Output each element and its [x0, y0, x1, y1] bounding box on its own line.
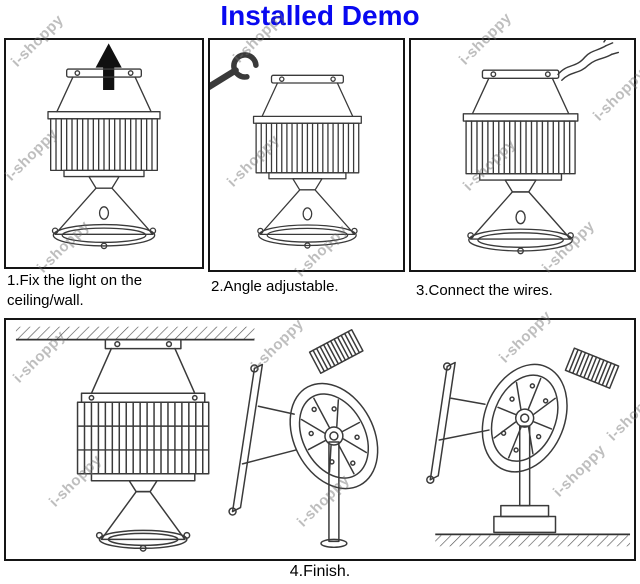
angled-floodlight-on-pedestal — [426, 347, 620, 534]
step2-illustration — [210, 52, 362, 249]
ceiling-mounted-floodlight — [76, 338, 210, 552]
floodlight-drawing — [252, 74, 362, 249]
ground-hatch — [435, 533, 631, 547]
up-arrow-icon — [95, 43, 122, 91]
step1-illustration — [47, 43, 161, 250]
wrench-icon — [210, 52, 259, 94]
step3-caption: 3.Connect the wires. — [416, 282, 553, 299]
floodlight-drawing — [47, 68, 161, 250]
step3-panel — [409, 38, 636, 272]
angled-floodlight-left — [228, 329, 379, 549]
ceiling-hatch — [15, 326, 255, 341]
step1-caption: 1.Fix the light on the ceiling/wall. — [7, 272, 143, 309]
wires-icon — [557, 40, 620, 81]
step4-illustration — [15, 326, 631, 552]
step1-panel — [4, 38, 204, 269]
step2-caption: 2.Angle adjustable. — [211, 278, 339, 295]
heatsink-fins — [564, 347, 620, 389]
page-title: Installed Demo — [220, 0, 420, 31]
step4-caption: 4.Finish. — [289, 563, 351, 580]
step4-panel — [4, 318, 636, 561]
heatsink-fins — [308, 329, 364, 374]
step2-panel — [208, 38, 405, 272]
floodlight-drawing — [462, 69, 579, 255]
step3-illustration — [462, 40, 620, 255]
